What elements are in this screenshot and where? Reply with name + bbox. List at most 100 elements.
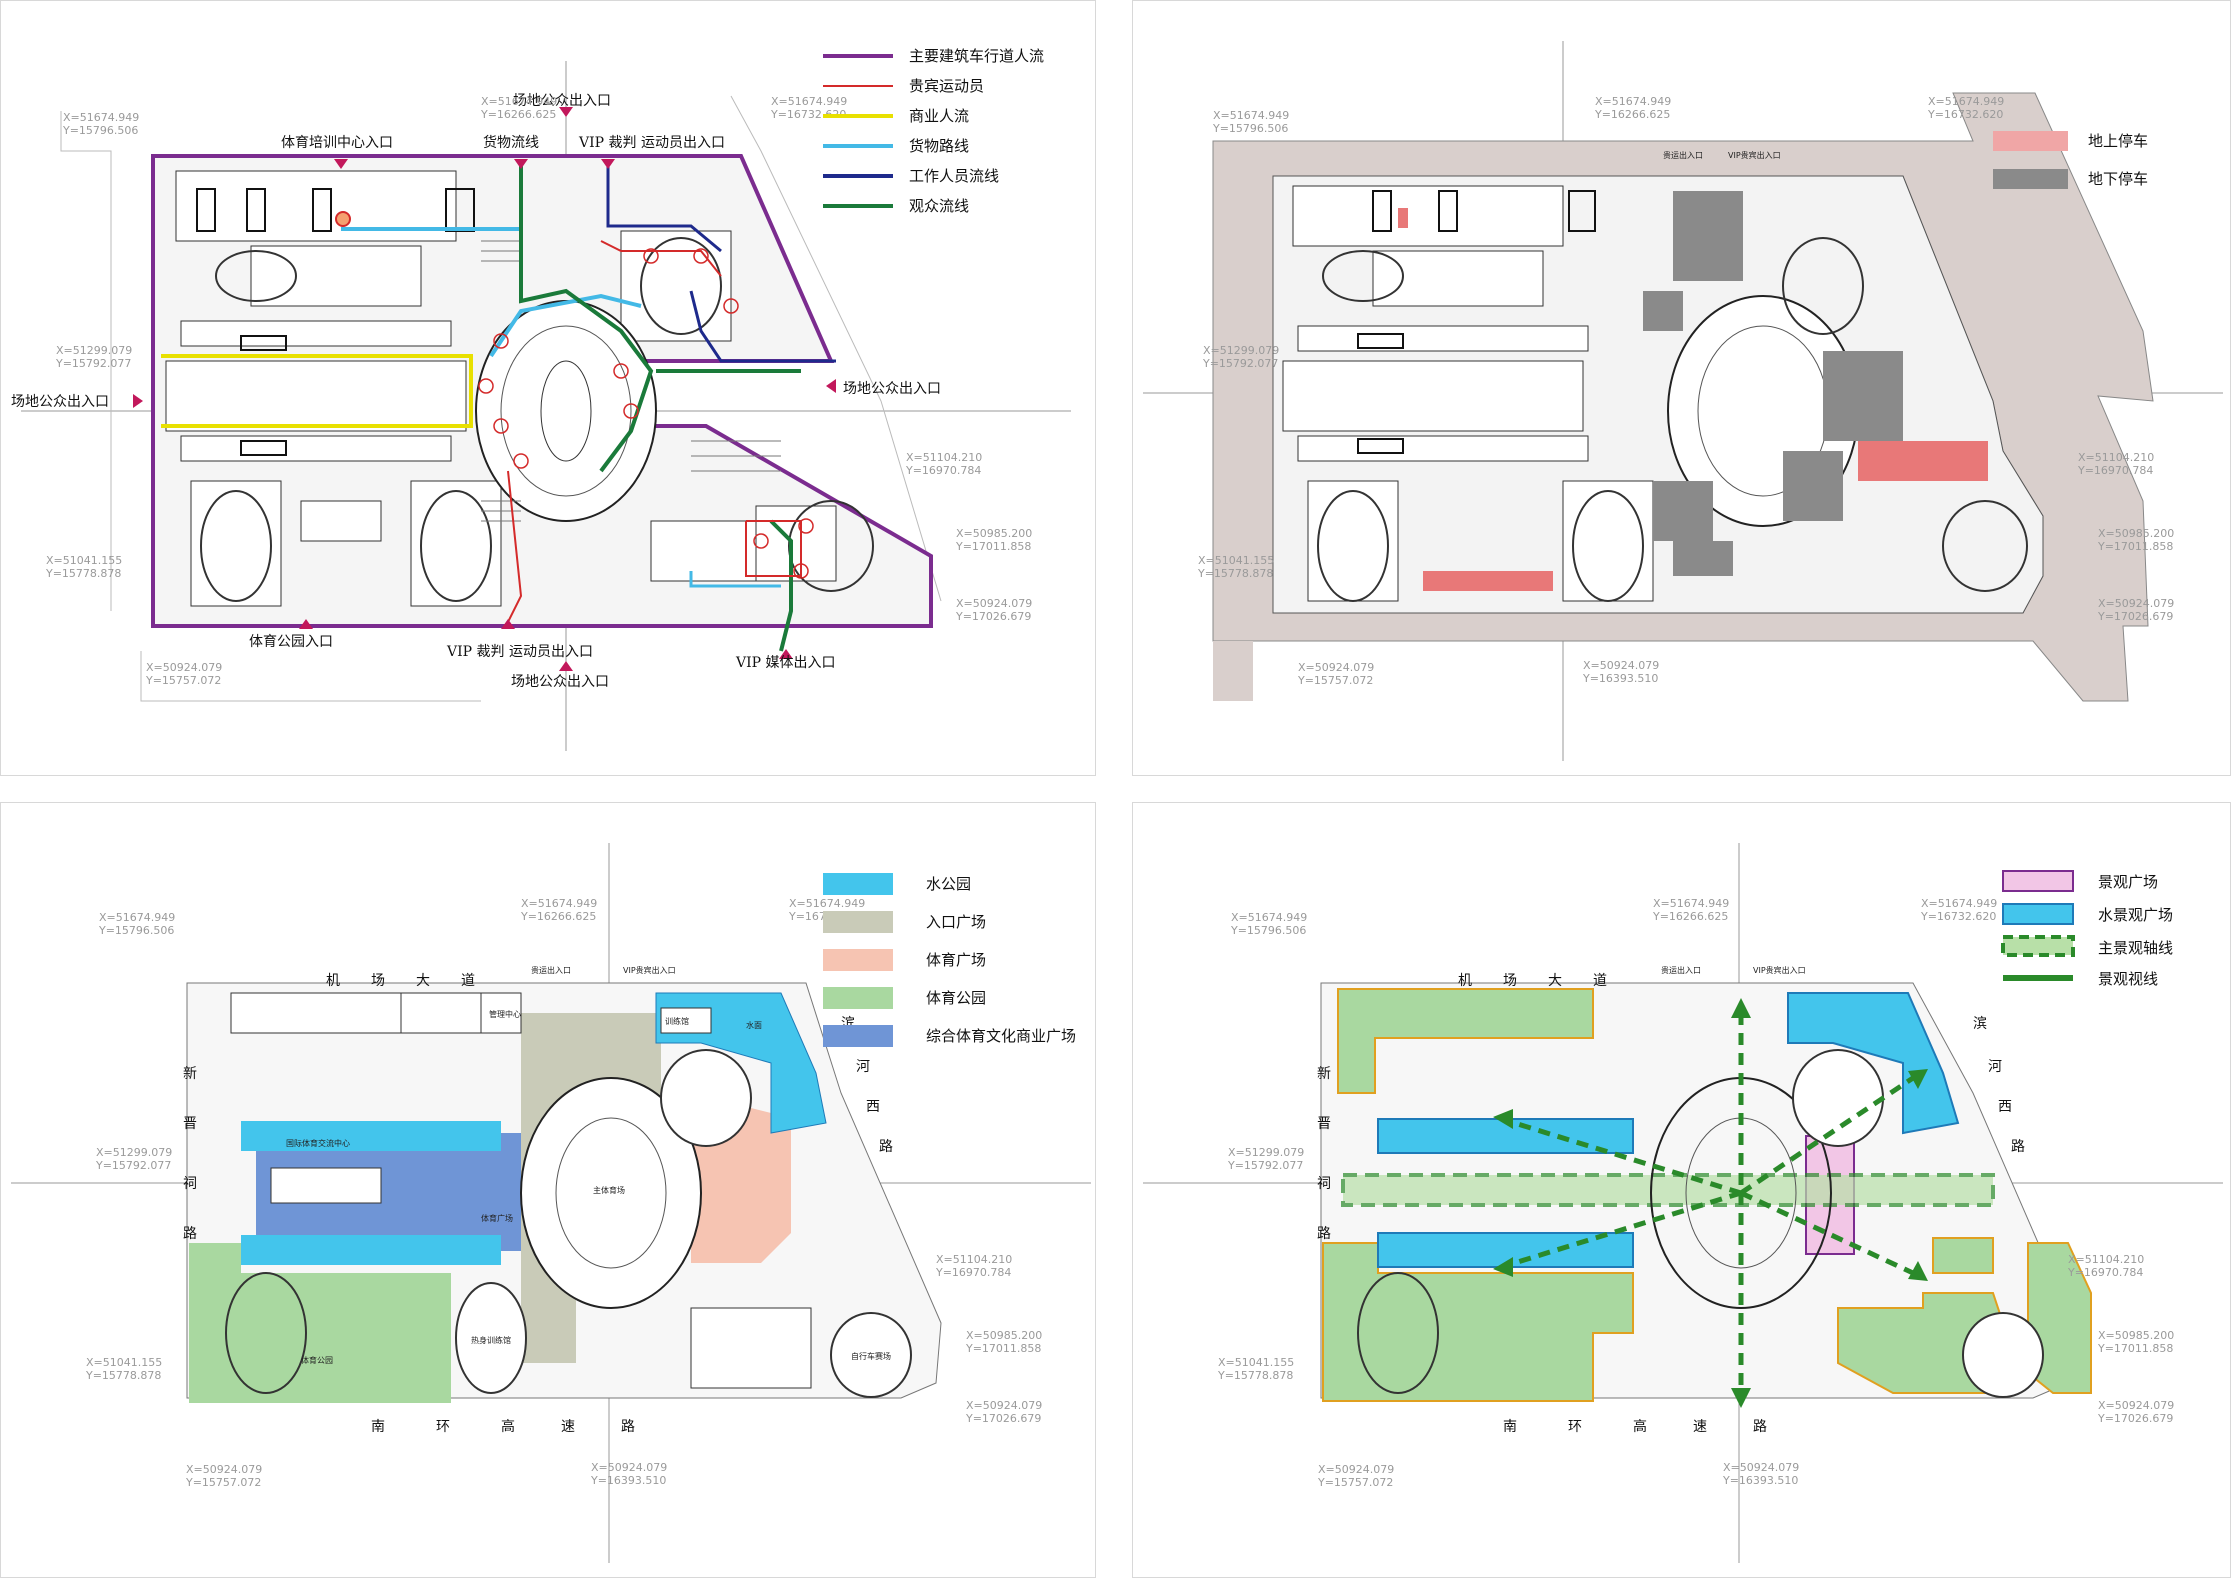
svg-text:高: 高 [1633,1418,1647,1435]
svg-text:高: 高 [501,1418,515,1435]
svg-text:X=50924.079: X=50924.079 [1318,1463,1394,1476]
circulation-plan: 场地公众出入口 体育培训中心入口 货物流线 VIP 裁判 运动员出入口 场地公众… [11,47,1071,751]
gate-label-athlete: 贵运出入口 [531,965,571,975]
road-names: 机 场 大 道 南 环 高 速 路 新 晋 祠 路 滨 河 西 路 [1317,973,2025,1435]
staff-flow [606,166,722,253]
entrance-label-bottom-public: 场地公众出入口 [511,674,609,690]
svg-text:Y=15757.072: Y=15757.072 [185,1476,261,1489]
svg-text:Y=17011.858: Y=17011.858 [955,540,1031,553]
zone-sports-park [189,1243,451,1403]
svg-text:道: 道 [461,973,475,989]
svg-text:X=51674.949: X=51674.949 [99,911,175,924]
svg-text:Y=16970.784: Y=16970.784 [2067,1266,2143,1279]
svg-text:Y=17011.858: Y=17011.858 [965,1342,1041,1355]
circulation-plan-panel: 场地公众出入口 体育培训中心入口 货物流线 VIP 裁判 运动员出入口 场地公众… [0,0,1096,776]
zone-park-east [1932,1237,1994,1274]
gate-label-vip: VIP贵宾出入口 [1728,150,1781,160]
underground-parking [1643,191,1903,576]
svg-text:路: 路 [1753,1419,1767,1435]
svg-text:Y=16393.510: Y=16393.510 [1582,672,1658,685]
svg-text:环: 环 [436,1419,450,1435]
svg-text:货物路线: 货物路线 [909,137,969,155]
svg-text:地下停车: 地下停车 [2088,170,2148,188]
svg-text:X=51674.949: X=51674.949 [1595,95,1671,108]
svg-text:Y=17026.679: Y=17026.679 [965,1412,1041,1425]
svg-text:X=50924.079: X=50924.079 [186,1463,262,1476]
svg-text:机: 机 [1458,973,1472,989]
entrance-label-west: 场地公众出入口 [11,394,109,410]
svg-text:X=51299.079: X=51299.079 [1228,1146,1304,1159]
svg-text:X=51041.155: X=51041.155 [1218,1356,1294,1369]
svg-text:X=51674.949: X=51674.949 [1921,897,1997,910]
label-warmup-hall: 热身训练馆 [471,1335,511,1345]
commercial-flow [161,354,473,428]
svg-text:观众流线: 观众流线 [909,197,969,215]
svg-text:X=51104.210: X=51104.210 [2078,451,2154,464]
gate-label-vip: VIP贵宾出入口 [1753,965,1806,975]
svg-text:X=50924.079: X=50924.079 [966,1399,1042,1412]
svg-text:滨: 滨 [1973,1016,1987,1032]
entrance-label-park: 体育公园入口 [249,634,333,650]
vip-flow-3 [745,520,802,577]
svg-text:X=51674.949: X=51674.949 [1213,109,1289,122]
svg-text:南: 南 [371,1419,385,1435]
svg-text:Y=15796.506: Y=15796.506 [1212,122,1288,135]
svg-text:Y=17011.858: Y=17011.858 [2097,540,2173,553]
svg-text:Y=16266.625: Y=16266.625 [1594,108,1670,121]
svg-text:Y=15792.077: Y=15792.077 [1202,357,1278,370]
svg-text:Y=15757.072: Y=15757.072 [1297,674,1373,687]
zone-water-landscape [1787,992,1960,1135]
label-training-hall: 训练馆 [665,1016,689,1026]
svg-text:速: 速 [1693,1419,1707,1435]
buildings [165,170,837,607]
svg-text:X=51299.079: X=51299.079 [96,1146,172,1159]
svg-text:体育广场: 体育广场 [926,951,986,969]
svg-text:机: 机 [326,973,340,989]
svg-text:X=51674.949: X=51674.949 [771,95,847,108]
svg-text:速: 速 [561,1419,575,1435]
entrance-label-cargo: 货物流线 [483,134,539,151]
svg-text:X=51041.155: X=51041.155 [86,1356,162,1369]
entrance-markers [133,107,836,671]
svg-text:地上停车: 地上停车 [2088,132,2148,150]
spectator-flow [519,161,654,473]
svg-text:X=51041.155: X=51041.155 [46,554,122,567]
svg-text:Y=15796.506: Y=15796.506 [98,924,174,937]
svg-text:X=51041.155: X=51041.155 [1198,554,1274,567]
svg-text:晋: 晋 [183,1116,197,1132]
svg-text:水公园: 水公园 [926,875,971,893]
svg-text:Y=16393.510: Y=16393.510 [590,1474,666,1487]
svg-text:路: 路 [183,1226,197,1242]
label-sports-park: 体育公园 [301,1355,333,1365]
label-exchange-center: 国际体育交流中心 [286,1138,350,1148]
svg-text:X=50924.079: X=50924.079 [591,1461,667,1474]
svg-text:X=50924.079: X=50924.079 [2098,597,2174,610]
svg-text:Y=16266.625: Y=16266.625 [1652,910,1728,923]
svg-text:Y=15792.077: Y=15792.077 [55,357,131,370]
svg-text:主景观轴线: 主景观轴线 [2098,939,2173,957]
vip-flow-2 [600,240,722,277]
zone-park-northwest [1337,988,1594,1094]
svg-text:Y=16970.784: Y=16970.784 [935,1266,1011,1279]
svg-text:Y=16732.620: Y=16732.620 [1927,108,2003,121]
svg-text:X=51674.949: X=51674.949 [789,897,865,910]
svg-text:X=51299.079: X=51299.079 [1203,344,1279,357]
svg-text:路: 路 [879,1139,893,1155]
cargo-flow-2 [489,293,642,358]
svg-text:X=50924.079: X=50924.079 [1298,661,1374,674]
svg-text:X=51104.210: X=51104.210 [936,1253,1012,1266]
svg-text:Y=15792.077: Y=15792.077 [95,1159,171,1172]
svg-text:X=51674.949: X=51674.949 [481,95,557,108]
svg-text:大: 大 [1548,973,1562,989]
svg-text:Y=16732.620: Y=16732.620 [1920,910,1996,923]
svg-text:X=50924.079: X=50924.079 [1583,659,1659,672]
svg-text:景观广场: 景观广场 [2098,873,2158,891]
svg-text:X=50924.079: X=50924.079 [1723,1461,1799,1474]
label-main-stadium: 主体育场 [593,1185,625,1195]
gate-label-athlete: 贵运出入口 [1663,150,1703,160]
svg-text:Y=15757.072: Y=15757.072 [1317,1476,1393,1489]
svg-text:南: 南 [1503,1419,1517,1435]
entrance-label-training: 体育培训中心入口 [281,135,393,151]
